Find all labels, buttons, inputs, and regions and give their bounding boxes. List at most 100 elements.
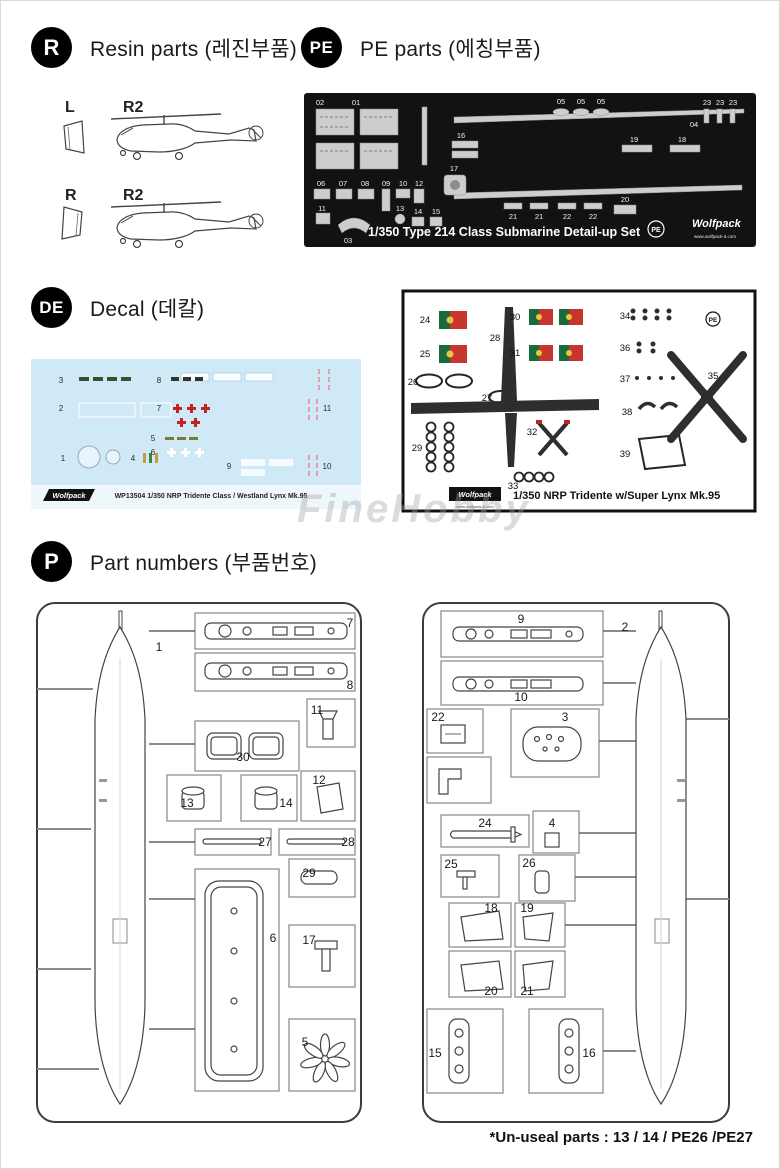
pe-section-header: PE PE parts (에칭부품) (301, 27, 541, 68)
decal-section-title: Decal (데칼) (90, 297, 205, 321)
svg-text:21: 21 (509, 212, 517, 221)
svg-text:36: 36 (620, 343, 631, 354)
svg-text:05: 05 (597, 97, 605, 106)
resin-position-label-right: R (65, 187, 77, 204)
part-numbers-section-title: Part numbers (부품번호) (90, 551, 317, 575)
svg-text:01: 01 (352, 98, 360, 107)
resin-part-label-left: R2 (123, 99, 144, 116)
svg-text:25: 25 (444, 857, 458, 871)
resin-section-title: Resin parts (레진부품) (90, 37, 297, 61)
svg-text:04: 04 (690, 120, 698, 129)
svg-text:PE: PE (709, 317, 718, 324)
svg-text:30: 30 (236, 750, 250, 764)
svg-text:25: 25 (420, 349, 431, 360)
svg-text:12: 12 (312, 773, 326, 787)
helicopter-icon (110, 201, 264, 249)
portugal-flag-icon (559, 345, 583, 361)
decal-badge-icon: DE (31, 287, 72, 328)
svg-text:5: 5 (302, 1035, 309, 1049)
svg-text:11: 11 (323, 404, 332, 413)
svg-text:22: 22 (431, 710, 445, 724)
svg-text:15: 15 (428, 1046, 442, 1060)
portugal-flag-icon (529, 345, 553, 361)
svg-text:29: 29 (302, 866, 316, 880)
svg-text:37: 37 (620, 374, 631, 385)
svg-text:2: 2 (59, 404, 64, 413)
svg-text:6: 6 (270, 931, 277, 945)
fin-part-20 (460, 960, 504, 992)
svg-text:24: 24 (420, 315, 431, 326)
sprue-b: 9 2 10 22 3 24 4 25 26 18 19 20 21 15 16 (422, 602, 730, 1123)
svg-text:23: 23 (716, 98, 724, 107)
decal-sheet: 3 2 1 4 8 7 5 6 9 11 10 Wolfpack WP13504… (31, 359, 361, 509)
part-numbers-section-header: P Part numbers (부품번호) (31, 541, 317, 582)
svg-text:18: 18 (484, 901, 498, 915)
svg-text:21: 21 (520, 984, 534, 998)
svg-text:19: 19 (520, 901, 534, 915)
svg-text:22: 22 (589, 212, 597, 221)
resin-position-label-left: L (65, 99, 75, 116)
svg-text:7: 7 (347, 616, 354, 630)
svg-text:05: 05 (577, 97, 585, 106)
svg-text:14: 14 (279, 796, 293, 810)
unused-parts-note: *Un-useal parts : 13 / 14 / PE26 /PE27 (489, 1129, 753, 1146)
torpedo-part-24 (449, 830, 523, 839)
svg-text:38: 38 (622, 407, 633, 418)
svg-text:1: 1 (156, 640, 163, 654)
svg-text:03: 03 (344, 236, 352, 245)
svg-text:05: 05 (557, 97, 565, 106)
svg-text:39: 39 (620, 449, 631, 460)
svg-text:1: 1 (61, 454, 66, 463)
svg-text:07: 07 (339, 179, 347, 188)
svg-text:9: 9 (227, 462, 232, 471)
svg-text:10: 10 (514, 690, 528, 704)
resin-part-shape-right (61, 206, 83, 240)
svg-text:13: 13 (396, 204, 404, 213)
svg-text:11: 11 (318, 204, 326, 213)
pe-fret2-part-shapes (411, 307, 747, 483)
svg-text:9: 9 (518, 612, 525, 626)
small-pe-bits (630, 308, 675, 380)
svg-text:3: 3 (59, 376, 64, 385)
svg-text:18: 18 (678, 135, 686, 144)
decal-code-line: WP13504 1/350 NRP Tridente Class / Westl… (115, 493, 308, 500)
svg-text:10: 10 (399, 179, 407, 188)
resin-part-shape-left (63, 120, 85, 154)
rotor-blade (411, 399, 599, 414)
svg-text:12: 12 (415, 179, 423, 188)
svg-text:28: 28 (490, 333, 501, 344)
helicopter-silhouette-right (110, 201, 264, 249)
sprue-a-parts (94, 610, 351, 1106)
svg-text:20: 20 (621, 195, 629, 204)
svg-text:19: 19 (630, 135, 638, 144)
svg-text:24: 24 (478, 816, 492, 830)
svg-text:02: 02 (316, 98, 324, 107)
svg-text:23: 23 (703, 98, 711, 107)
sprue-a-runners (37, 612, 356, 1092)
sprue-a-part-numbers: 1 7 8 11 30 13 14 12 27 28 29 6 17 5 (156, 616, 355, 1049)
watermark-text: FineHobby (297, 487, 531, 531)
svg-text:32: 32 (527, 427, 538, 438)
fret1-caption: 1/350 Type 214 Class Submarine Detail-up… (368, 225, 641, 239)
svg-text:2: 2 (622, 620, 629, 634)
rotor-blade (501, 307, 517, 401)
svg-text:22: 22 (563, 212, 571, 221)
portugal-flag-icon (559, 309, 583, 325)
wolfpack-logo: Wolfpack www.wolfpack-d.com (449, 487, 501, 509)
resin-part-label-right: R2 (123, 187, 144, 204)
svg-text:27: 27 (482, 393, 493, 404)
svg-text:Wolfpack: Wolfpack (458, 490, 492, 499)
svg-text:23: 23 (729, 98, 737, 107)
sprue-b-parts (438, 610, 687, 1106)
pe-mini-badge-icon: PE (705, 311, 721, 327)
pe-fret1-part-shapes (313, 106, 745, 234)
sprue-b-part-numbers: 9 2 10 22 3 24 4 25 26 18 19 20 21 15 16 (428, 612, 628, 1060)
sprue-a: 1 7 8 11 30 13 14 12 27 28 29 6 17 5 (36, 602, 362, 1123)
svg-text:21: 21 (535, 212, 543, 221)
svg-text:20: 20 (484, 984, 498, 998)
pe-section-title: PE parts (에칭부품) (360, 37, 541, 61)
portugal-flag-icon (439, 311, 467, 329)
svg-text:34: 34 (620, 311, 631, 322)
svg-text:17: 17 (450, 164, 458, 173)
